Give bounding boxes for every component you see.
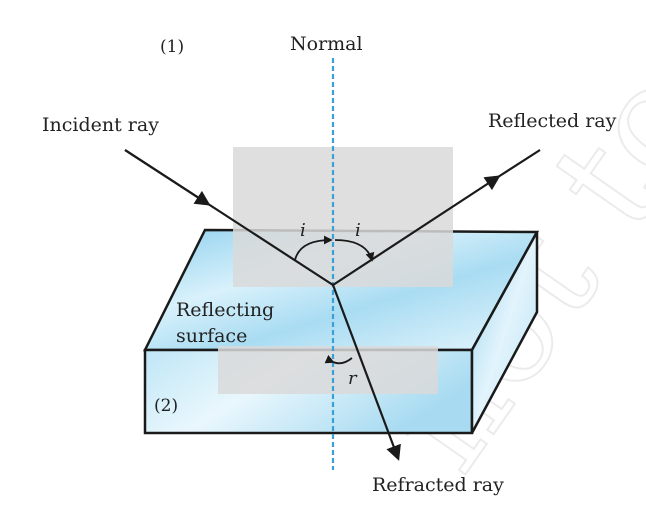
label-reflected-ray: Reflected ray — [488, 110, 617, 132]
upper-gray-panel — [233, 147, 453, 287]
label-medium-1: (1) — [160, 37, 184, 57]
angle-arc-refraction — [324, 354, 353, 365]
angle-arc-reflection — [334, 239, 375, 262]
angle-arc-incidence — [294, 235, 333, 261]
label-incident-ray: Incident ray — [42, 114, 159, 136]
label-refracted-ray: Refracted ray — [372, 474, 504, 496]
refracted-ray — [331, 284, 401, 461]
incident-ray-arrow — [124, 149, 211, 206]
label-angle-refraction: r — [348, 368, 358, 389]
label-medium-2: (2) — [154, 396, 178, 416]
label-angle-reflection: i — [355, 220, 361, 241]
label-normal: Normal — [290, 33, 363, 55]
label-angle-incidence: i — [300, 220, 306, 241]
lower-gray-panel — [218, 346, 438, 394]
reflected-ray-tail — [497, 149, 541, 178]
reflected-ray — [332, 175, 501, 286]
slab-side-face — [470, 231, 539, 434]
label-reflecting-surface-1: Reflecting — [176, 299, 274, 321]
label-reflecting-surface-2: surface — [176, 325, 247, 347]
